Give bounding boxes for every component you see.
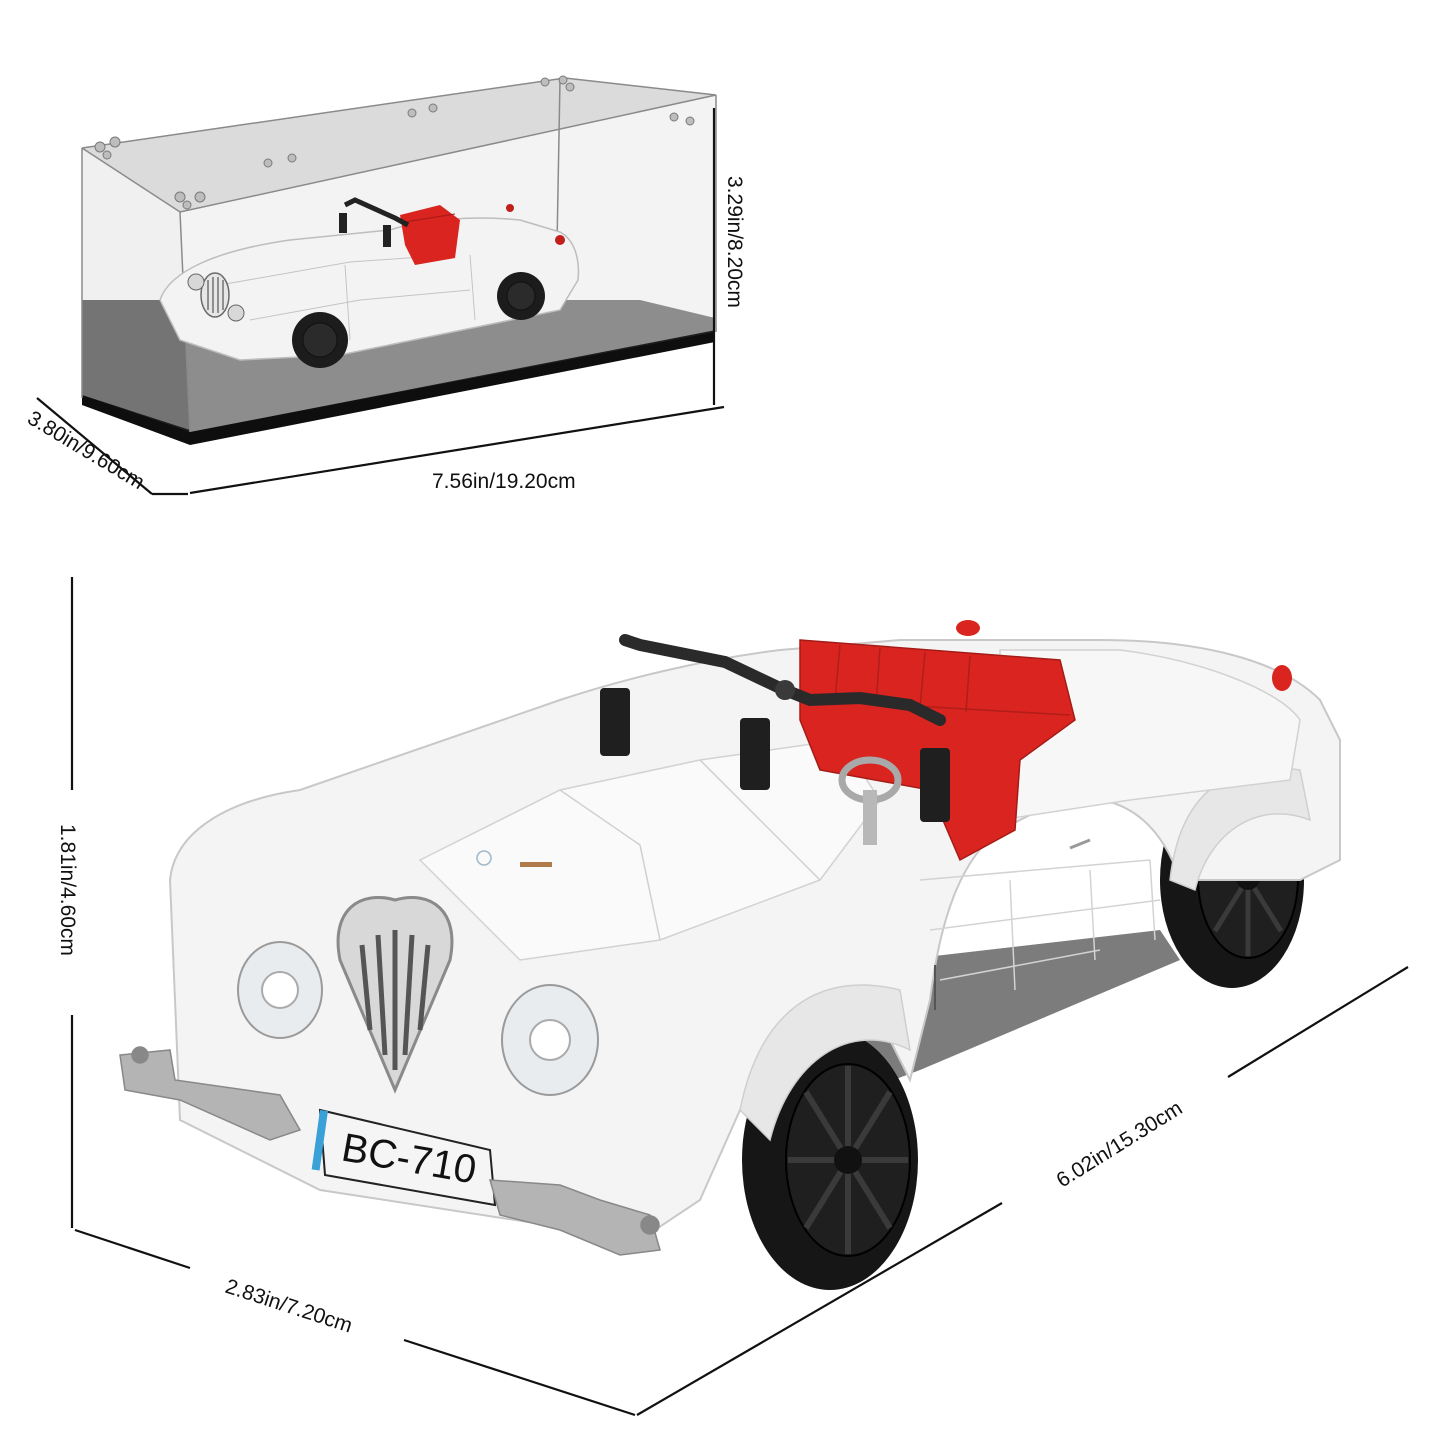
case-height-label: 3.29in/8.20cm [723,176,746,308]
front-grille [336,896,454,1094]
tail-light [1272,665,1292,691]
large-car-illustration: BC-710 [119,620,1341,1290]
left-headlight [237,941,323,1039]
tail-light [956,620,980,636]
roll-bar [600,634,950,822]
case-height-dimension: 3.29in/8.20cm [712,108,746,405]
display-case-glass-front [82,148,190,430]
display-case-glass-top [82,78,716,212]
front-bumper [119,1046,661,1256]
car-height-label: 1.81in/4.60cm [56,824,79,956]
display-case-illustration [81,75,717,445]
case-length-label: 7.56in/19.20cm [432,470,576,493]
case-length-dimension: 7.56in/19.20cm [189,405,725,495]
car-width-dimension: 2.83in/7.20cm [74,1228,636,1417]
car-height-dimension: 1.81in/4.60cm [56,577,79,1228]
small-car [159,197,580,368]
right-headlight [501,984,599,1096]
car-width-label: 2.83in/7.20cm [222,1275,355,1338]
car-length-label: 6.02in/15.30cm [1052,1097,1186,1193]
